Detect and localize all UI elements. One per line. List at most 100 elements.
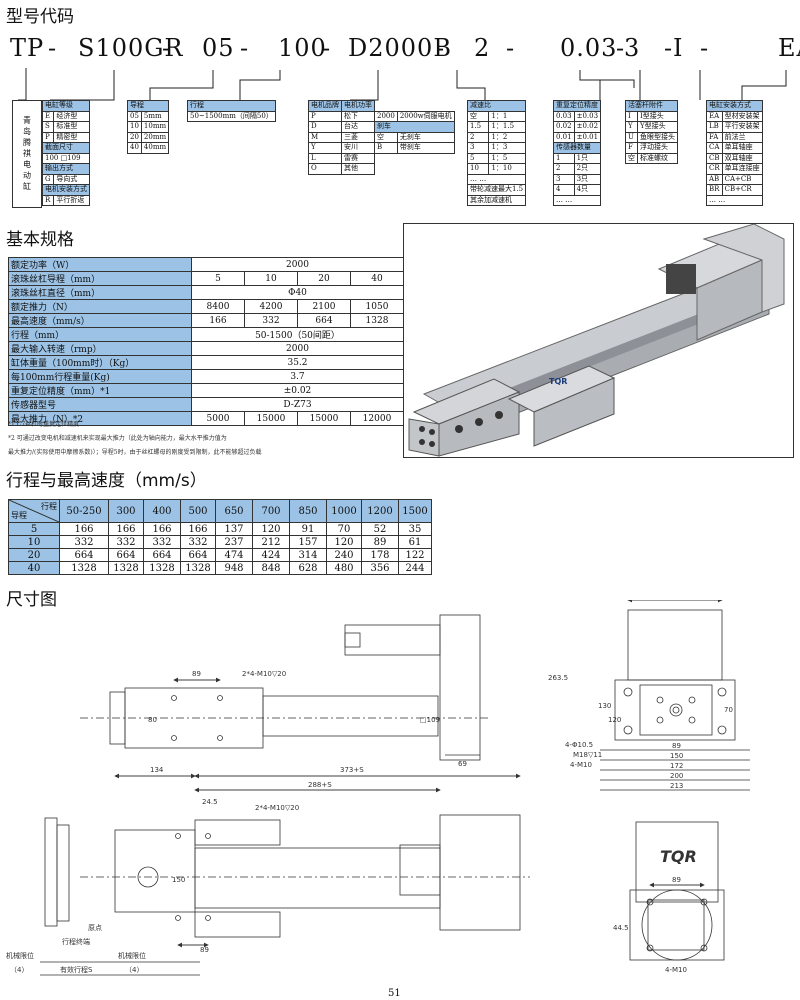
option-cell: 带轮减速最大1.5 <box>466 184 527 196</box>
option-cell: 5 <box>466 152 490 164</box>
spec-value: 2000 <box>191 257 404 272</box>
top-dim-89: 89 <box>192 670 201 678</box>
option-cell: P <box>308 110 342 122</box>
code-separator: - <box>322 34 332 62</box>
spec-value: 10 <box>244 271 298 286</box>
option-cell: LB <box>706 121 723 133</box>
option-cell: 其余加减速机 <box>466 194 527 206</box>
speed-value-cell: 61 <box>398 535 432 549</box>
top-view-drawing <box>80 614 490 761</box>
speed-stroke-header: 1500 <box>398 499 432 523</box>
option-cell: 2000w伺服电机 <box>396 110 455 122</box>
option-cell: 0.03 <box>553 110 575 122</box>
option-cell: 40 <box>127 142 142 154</box>
option-cell: 标准型 <box>53 121 90 133</box>
speed-value-cell: 166 <box>180 522 216 536</box>
top-bolt: 2*4-M10▽20 <box>242 670 286 678</box>
spec-row: 行程（mm）50-1500（50间距） <box>8 327 404 342</box>
spec-value: 35.2 <box>191 355 404 370</box>
code-separator: - <box>506 34 516 62</box>
code-separator: - <box>240 34 250 62</box>
speed-value-cell: 948 <box>215 561 253 575</box>
spec-value: 8400 <box>191 299 245 314</box>
spec-value: 2000 <box>191 341 404 356</box>
end-dim-200: 200 <box>670 772 683 780</box>
end-dim-150: 150 <box>670 752 683 760</box>
option-cell: 10mm <box>140 121 170 133</box>
option-cell: 标准螺纹 <box>637 152 678 164</box>
side-dim-373: 373+S <box>340 766 364 774</box>
option-cell: I <box>625 110 638 122</box>
speed-value-cell: 89 <box>361 535 399 549</box>
option-cell: 50~1500mm（间隔50） <box>187 110 276 122</box>
option-cell: 单耳连接座 <box>721 163 763 175</box>
top-sq: □109 <box>420 716 440 724</box>
code-segment: S100GR <box>78 34 184 62</box>
option-cell: 1.5 <box>466 121 490 133</box>
spec-label: 滚珠丝杠导程（mm） <box>8 271 192 286</box>
speed-value-cell: 474 <box>215 548 253 562</box>
option-cell: 05 <box>127 110 142 122</box>
spec-value: D-Z73 <box>191 397 404 412</box>
spec-value: 5000 <box>191 411 245 426</box>
spec-value: 166 <box>191 313 245 328</box>
speed-value-cell: 166 <box>108 522 144 536</box>
speed-value-cell: 157 <box>289 535 327 549</box>
speed-value-cell: 166 <box>59 522 109 536</box>
option-cell: L <box>308 152 342 164</box>
speed-value-cell: 314 <box>289 548 327 562</box>
option-cell: B <box>374 142 398 154</box>
option-cell: 空 <box>625 152 638 164</box>
option-cell: CR <box>706 163 723 175</box>
speed-stroke-header: 1000 <box>326 499 362 523</box>
spec-label: 最高速度（mm/s） <box>8 313 192 328</box>
speed-value-cell: 166 <box>143 522 181 536</box>
spec-value: 1050 <box>350 299 404 314</box>
option-cell: 电机安装方式 <box>42 184 90 196</box>
option-cell: 刹车 <box>374 121 455 133</box>
speed-value-cell: 480 <box>326 561 362 575</box>
option-cell: G <box>41 173 55 185</box>
option-cell: CB <box>706 152 723 164</box>
side-stroke-end: 行程终端 <box>62 937 90 946</box>
spec-value: 664 <box>297 313 351 328</box>
option-cell: 其他 <box>341 163 375 175</box>
option-cell: F <box>625 142 638 154</box>
spec-note-1: *1 C7丝杠时重复定位精度 <box>8 421 80 428</box>
bottom-dim-44-5: 44.5 <box>613 924 629 932</box>
option-cell: E <box>41 110 55 122</box>
side-dim-134: 134 <box>150 766 164 774</box>
option-cell: EA <box>706 110 723 122</box>
speed-value-cell: 1328 <box>59 561 109 575</box>
option-cell: I型接头 <box>637 110 678 122</box>
spec-note-2: *2 可通过改变电机和减速机来实现最大推力（此处为轴向能力，最大水平推力值为 <box>8 435 227 442</box>
spec-label: 缸体重量（100mm时）（Kg） <box>8 355 192 370</box>
end-dim-130: 130 <box>598 702 611 710</box>
code-segment: 100 <box>278 34 327 62</box>
speed-stroke-header: 700 <box>252 499 290 523</box>
option-cell: 精密型 <box>53 131 90 143</box>
option-cell: Y <box>625 121 638 133</box>
spec-label: 行程（mm） <box>8 327 192 342</box>
spec-label: 滚珠丝杠直径（mm） <box>8 285 192 300</box>
option-cell: 40mm <box>140 142 170 154</box>
option-cell: 2 <box>553 163 575 175</box>
end-dim-70: 70 <box>724 706 733 714</box>
speed-value-cell: 1328 <box>108 561 144 575</box>
option-cell: 1：5 <box>488 152 527 164</box>
option-cell: 10 <box>466 163 490 175</box>
option-cell: 减速比 <box>466 100 527 112</box>
end-dim-89: 89 <box>672 742 681 750</box>
option-cell: 安川 <box>341 142 375 154</box>
option-cell: S <box>41 121 55 133</box>
option-cell: 0.02 <box>553 121 575 133</box>
top-dim-69: 69 <box>458 760 467 768</box>
speed-value-cell: 664 <box>108 548 144 562</box>
spec-value: 12000 <box>350 411 404 426</box>
option-cell: R <box>41 194 55 206</box>
